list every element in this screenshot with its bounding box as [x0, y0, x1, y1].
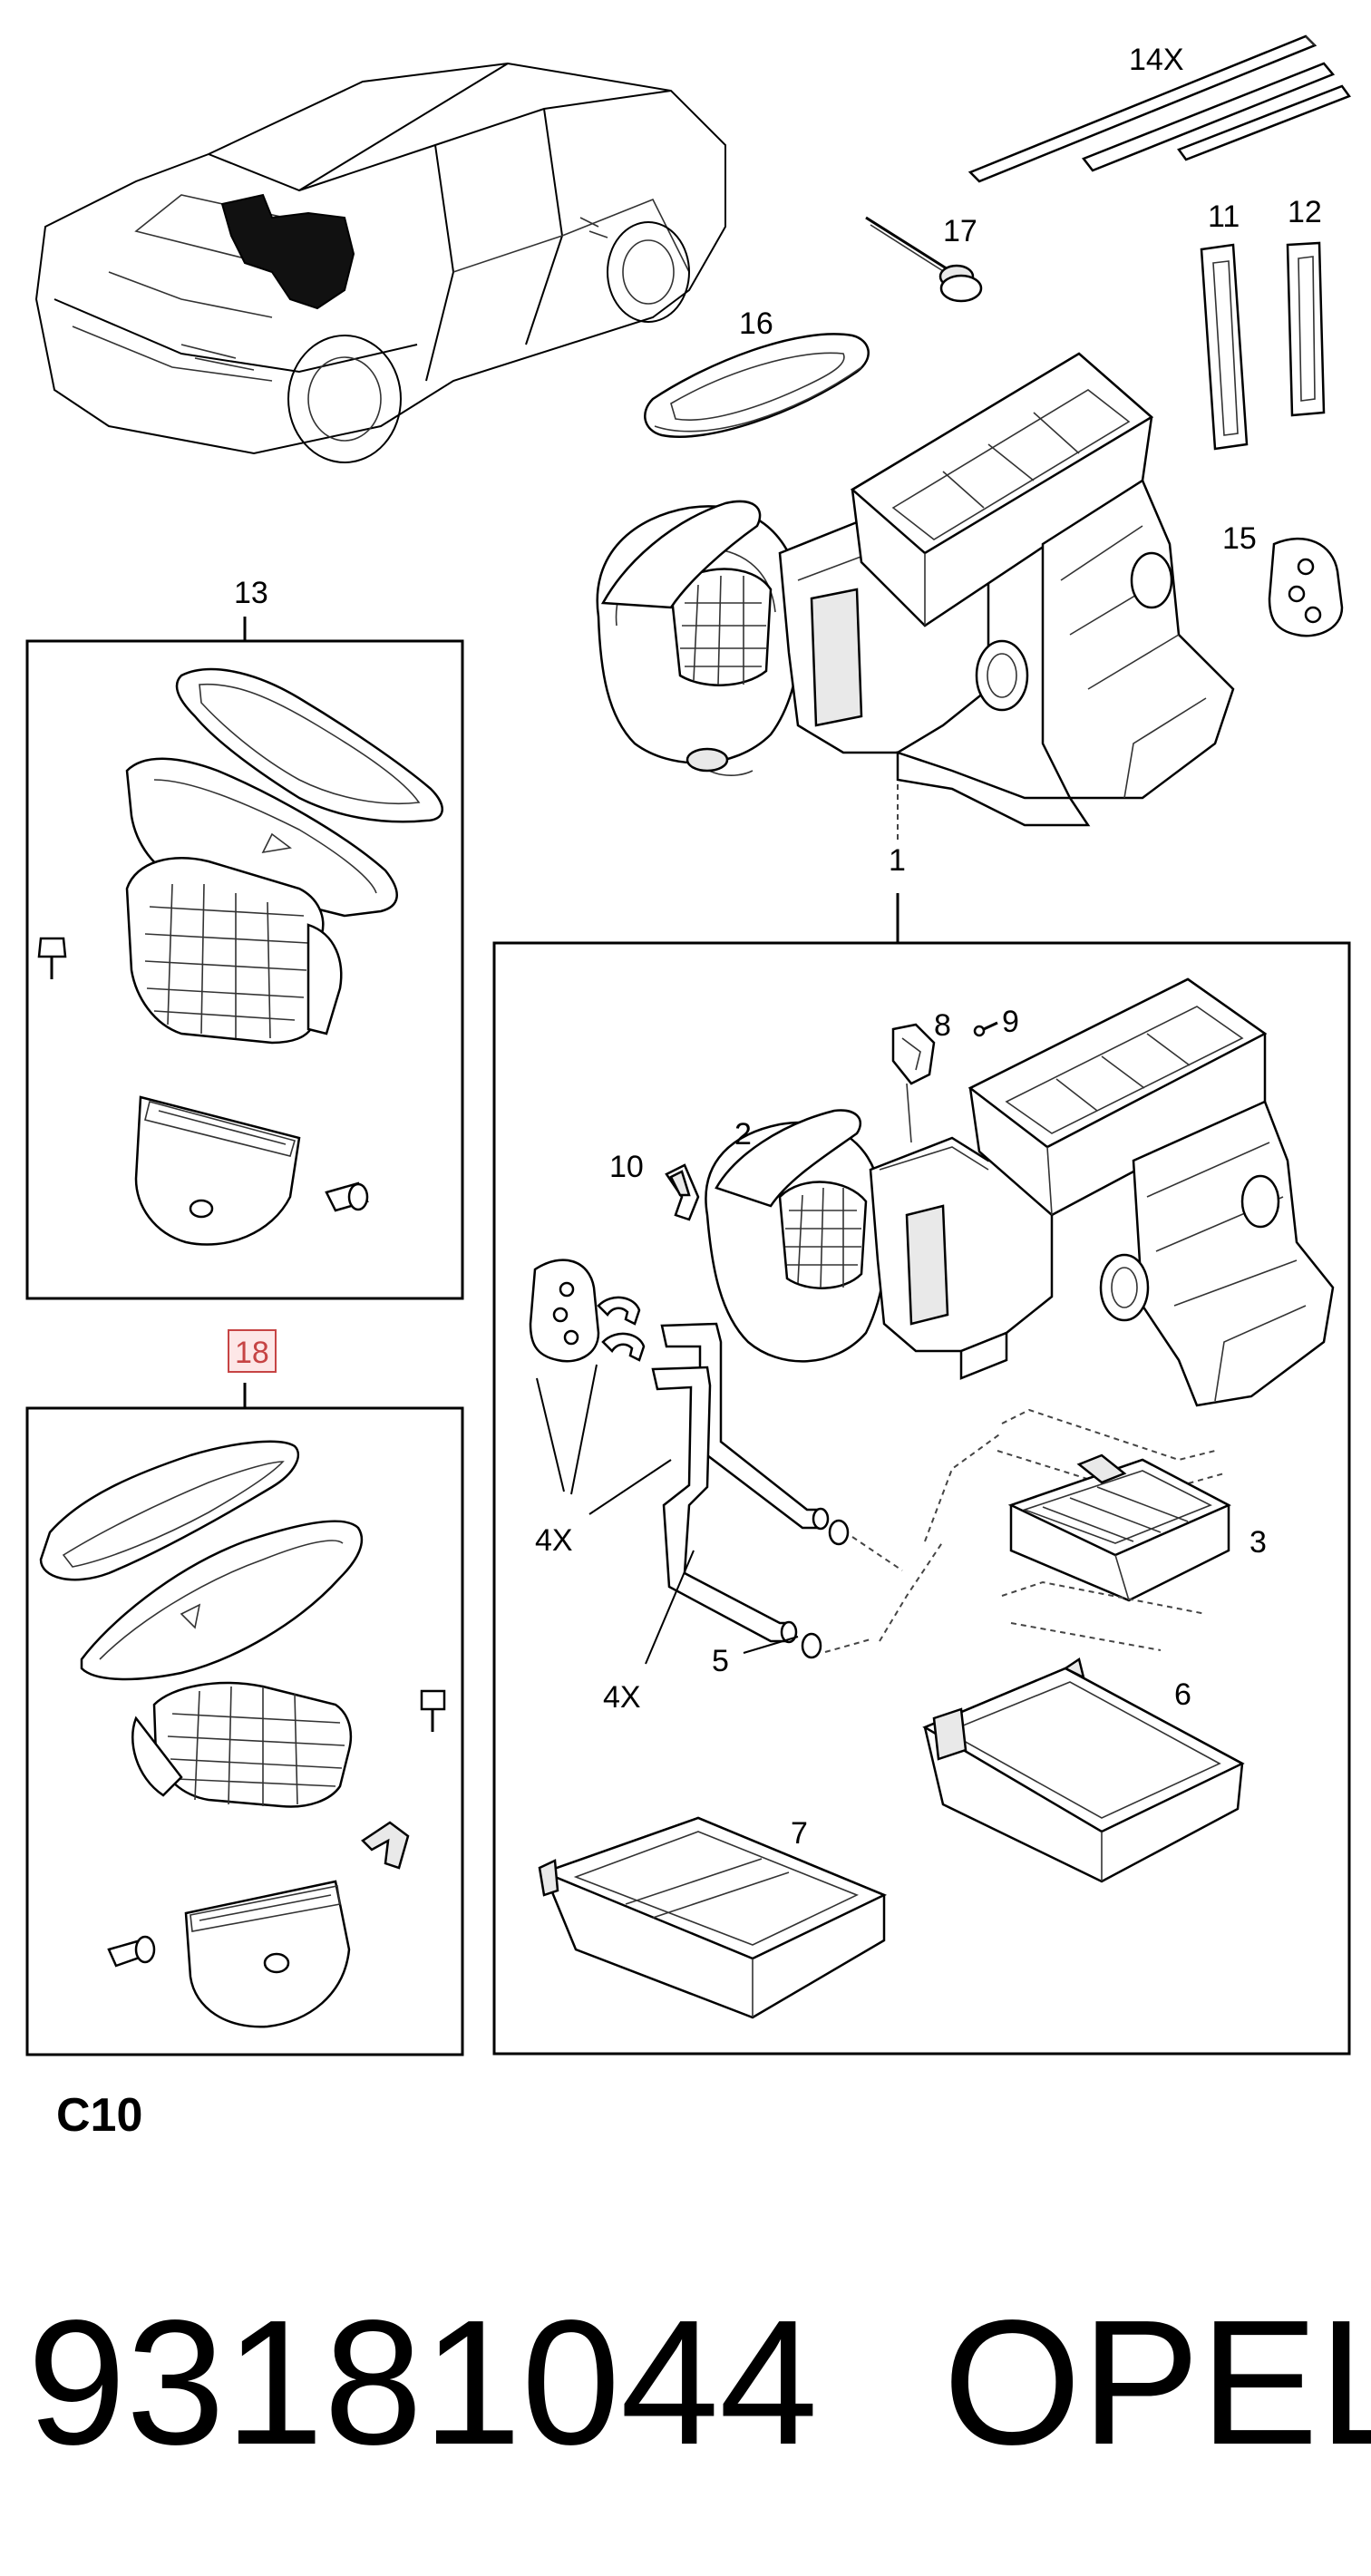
- callout-12: 12: [1288, 195, 1322, 229]
- callout-9: 9: [1002, 1005, 1019, 1039]
- callout-18: 18: [235, 1336, 269, 1370]
- callout-10: 10: [609, 1150, 644, 1184]
- callout-6: 6: [1174, 1677, 1191, 1712]
- callout-leaders-box1: [536, 1364, 903, 1665]
- clip-10: [665, 1163, 700, 1221]
- callout-8: 8: [934, 1008, 951, 1043]
- highlight-18: [228, 1329, 277, 1373]
- part-number: 93181044: [27, 2283, 818, 2482]
- callout-3: 3: [1249, 1525, 1267, 1560]
- callout-1: 1: [889, 843, 906, 878]
- callout-4x-b: 4X: [603, 1680, 641, 1715]
- callout-2: 2: [734, 1117, 752, 1152]
- box-1-heater-housing: [705, 977, 1335, 1407]
- heater-pipes: [651, 1322, 850, 1659]
- seal-12: [1286, 241, 1326, 417]
- callout-16: 16: [739, 306, 773, 341]
- tray-6: [922, 1657, 1245, 1883]
- brand-name: OPEL: [943, 2283, 1371, 2482]
- callout-11: 11: [1208, 199, 1240, 234]
- callout-13: 13: [234, 576, 268, 610]
- callout-5: 5: [712, 1644, 729, 1678]
- screw-9: [973, 1021, 998, 1037]
- heater-core-3: [879, 1408, 1231, 1651]
- tray-7: [538, 1816, 888, 2019]
- section-code: C10: [56, 2089, 142, 2142]
- callout-7: 7: [791, 1816, 808, 1851]
- car-location-sketch: [34, 62, 726, 463]
- box-18-blower-housing: [39, 1440, 446, 2028]
- callout-17: 17: [943, 214, 977, 248]
- box-1-frame: [492, 941, 1351, 2056]
- callout-4x-a: 4X: [535, 1523, 573, 1558]
- sealing-strips-14x: [967, 34, 1351, 183]
- heater-housing-assembly-1: [596, 352, 1235, 827]
- seal-11: [1200, 243, 1249, 451]
- callout-15: 15: [1222, 521, 1257, 556]
- box-13-blower-housing: [37, 667, 443, 1246]
- screw-17: [865, 216, 983, 303]
- resistor-8: [891, 1023, 936, 1143]
- grommet-15: [1268, 537, 1344, 637]
- callout-14x: 14X: [1129, 43, 1184, 77]
- clamps-4x: [597, 1296, 646, 1362]
- gasket-16: [644, 333, 870, 438]
- grommet-4x: [529, 1259, 600, 1363]
